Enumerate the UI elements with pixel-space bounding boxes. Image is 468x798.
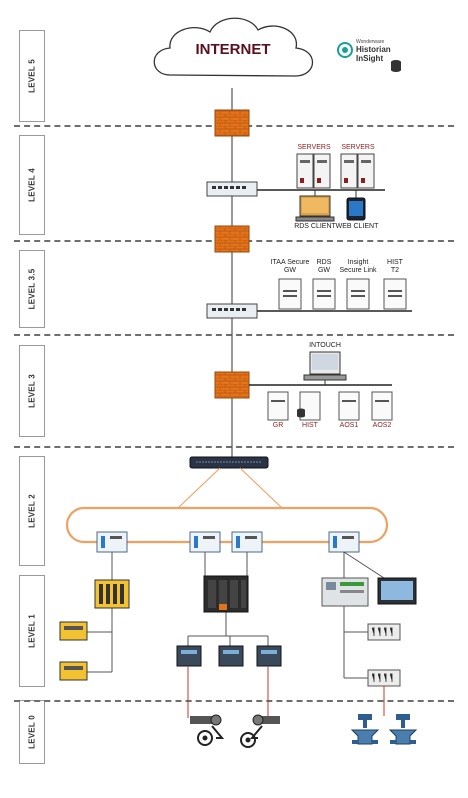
safety-io-icon: [59, 661, 88, 681]
level-separator: [14, 700, 454, 702]
compact-plc-icon: [321, 577, 369, 607]
ring-switch-icon: [96, 531, 128, 553]
server-icon: [338, 391, 360, 421]
logo-line-2: InSight: [356, 54, 384, 63]
switch-icon: [206, 303, 258, 319]
server-icon: [312, 278, 336, 310]
gr-label: GR: [272, 422, 284, 429]
wire: [343, 551, 385, 579]
io-module-icon: [176, 645, 202, 667]
plc-rack-icon: [203, 575, 249, 613]
switch-icon: [206, 181, 258, 197]
intouch-computer-icon: [303, 351, 347, 385]
hist-label: HIST: [302, 422, 318, 429]
wonderware-logo-icon: [337, 42, 401, 72]
level-0-box: LEVEL 0: [19, 700, 45, 764]
aos2-label: AOS2: [372, 422, 392, 429]
server-icon: [297, 391, 321, 421]
server-icon: [296, 153, 331, 189]
terminal-block-icon: [367, 669, 401, 687]
uplink-line: [177, 467, 221, 509]
level-3-box: LEVEL 3: [19, 345, 45, 437]
level-1-box: LEVEL 1: [19, 575, 45, 687]
firewall-icon: [214, 225, 250, 253]
server-icon: [383, 278, 407, 310]
internet-label: INTERNET: [195, 41, 271, 58]
level-4-box: LEVEL 4: [19, 135, 45, 235]
aos1-label: AOS1: [339, 422, 359, 429]
io-module-icon: [256, 645, 282, 667]
servers-label: SERVERS: [341, 144, 375, 151]
rds-client-label: RDS CLIENT: [294, 223, 336, 230]
core-switch-icon: [189, 456, 269, 469]
ring-switch-icon: [231, 531, 263, 553]
level-separator: [14, 334, 454, 336]
server-icon: [371, 391, 393, 421]
level-2-box: LEVEL 2: [19, 456, 45, 566]
web-client-label: WEB CLIENT: [335, 223, 379, 230]
rds-client-computer-icon: [295, 190, 335, 222]
level-separator: [14, 446, 454, 448]
server-icon: [267, 391, 289, 421]
firewall-icon: [214, 109, 250, 137]
logo-line-1: Historian: [356, 45, 391, 54]
web-client-tablet-icon: [346, 190, 366, 221]
hmi-panel-icon: [377, 577, 417, 605]
ring-switch-icon: [189, 531, 221, 553]
pump-motor-icon: [240, 714, 280, 748]
pump-motor-icon: [190, 714, 225, 746]
redundant-ring: [65, 506, 389, 544]
io-module-icon: [218, 645, 244, 667]
ring-switch-icon: [328, 531, 360, 553]
valve-icon: [388, 714, 418, 745]
uplink-line: [239, 467, 283, 509]
level-5-box: LEVEL 5: [19, 30, 45, 122]
intouch-label: INTOUCH: [309, 342, 341, 349]
logo-brand: Wonderware: [356, 39, 385, 45]
safety-io-icon: [59, 621, 88, 641]
internet-cloud-icon: [153, 17, 313, 77]
valve-icon: [350, 714, 380, 745]
terminal-block-icon: [367, 623, 401, 641]
server-icon: [278, 278, 302, 310]
server-icon: [346, 278, 370, 310]
server-icon: [340, 153, 375, 189]
safety-plc-icon: [94, 579, 130, 609]
firewall-icon: [214, 371, 250, 399]
servers-label: SERVERS: [297, 144, 331, 151]
level-3-5-box: LEVEL 3.5: [19, 250, 45, 328]
